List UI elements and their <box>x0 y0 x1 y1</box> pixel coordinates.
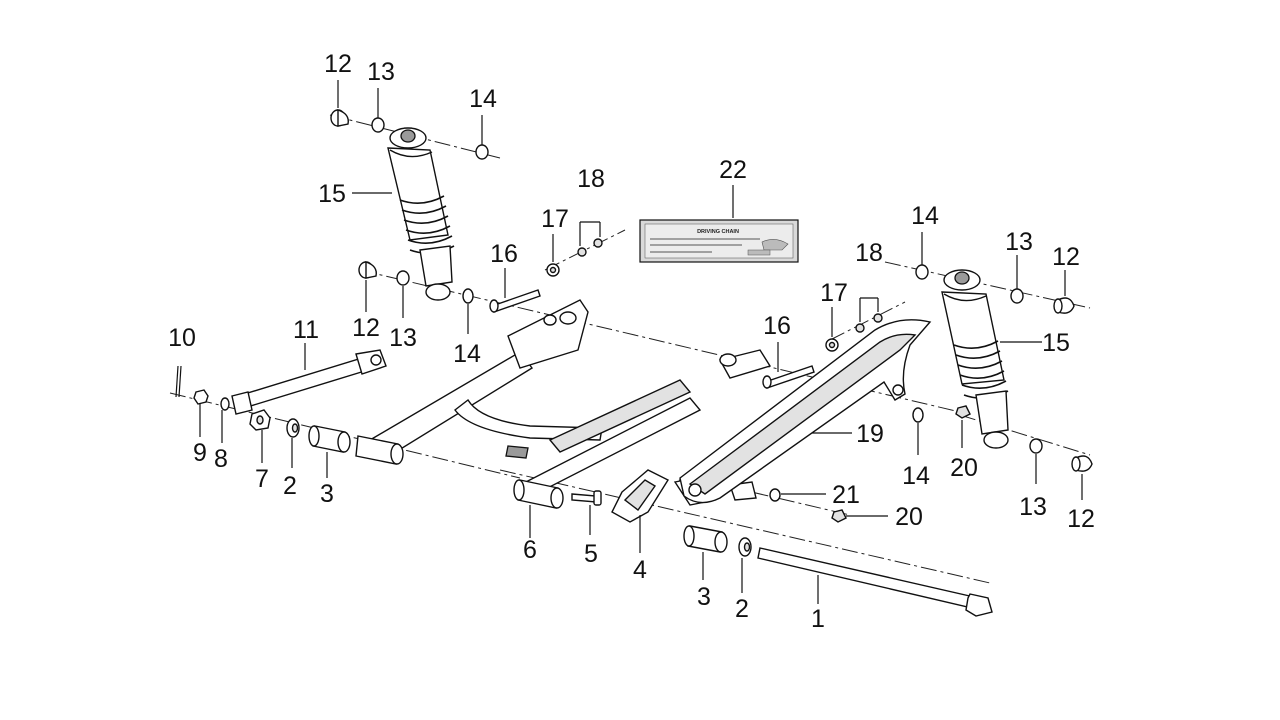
callout-3: 3 <box>697 583 711 611</box>
callout-13: 13 <box>367 58 395 86</box>
torque-rod-11 <box>231 343 387 415</box>
callout-11: 11 <box>293 316 319 344</box>
callout-21: 21 <box>832 481 860 509</box>
label-plate-title: DRIVING CHAIN <box>697 229 739 235</box>
callout-7: 7 <box>255 465 269 493</box>
nut-pair-18-left <box>577 221 603 257</box>
callout-13: 13 <box>1019 493 1047 521</box>
callout-16: 16 <box>763 312 791 340</box>
callout-18: 18 <box>577 165 605 193</box>
acorn-nut-12-mid-left <box>358 261 377 312</box>
callout-15: 15 <box>1042 329 1070 357</box>
washer-13-top-left <box>371 88 385 133</box>
washer-13-mid-left <box>396 270 410 318</box>
bolt-20-lower <box>831 509 888 523</box>
callout-14: 14 <box>911 202 939 230</box>
washer-2-right <box>738 537 752 593</box>
chain-guard-19 <box>679 319 932 504</box>
callout-14: 14 <box>902 462 930 490</box>
acorn-nut-12-top-left <box>330 80 349 127</box>
swingarm-axle-bolt <box>757 547 993 617</box>
callout-17: 17 <box>820 279 848 307</box>
shock-absorber-left <box>352 127 455 301</box>
washer-14-mid-left <box>462 288 474 334</box>
bushing-3-right <box>683 525 728 580</box>
callout-12: 12 <box>1067 505 1095 533</box>
washer-14-bottom-right <box>912 407 924 455</box>
callout-14: 14 <box>453 340 481 368</box>
nut-9 <box>193 389 209 437</box>
washer-2-left <box>286 418 300 468</box>
acorn-nut-12-top-right <box>1053 270 1075 314</box>
callout-2: 2 <box>283 472 297 500</box>
callout-22: 22 <box>719 156 747 184</box>
nut-pair-18-right <box>855 297 883 333</box>
shock-absorber-right <box>941 269 1042 449</box>
bolt-20-upper <box>955 405 971 448</box>
stud-16-right <box>762 342 815 389</box>
callout-12: 12 <box>1052 243 1080 271</box>
callout-13: 13 <box>389 324 417 352</box>
callout-5: 5 <box>584 540 598 568</box>
callout-18: 18 <box>855 239 883 267</box>
callout-6: 6 <box>523 536 537 564</box>
washer-13-bottom-right <box>1029 438 1043 484</box>
stud-16-left <box>489 268 541 313</box>
cotter-pin-10 <box>175 365 182 398</box>
washer-8 <box>220 397 230 443</box>
collar-17-left <box>546 234 560 277</box>
callout-9: 9 <box>193 439 207 467</box>
callout-12: 12 <box>324 50 352 78</box>
callout-20: 20 <box>950 454 978 482</box>
nut-7 <box>249 409 271 463</box>
callout-8: 8 <box>214 445 228 473</box>
washer-21 <box>769 488 826 502</box>
callout-13: 13 <box>1005 228 1033 256</box>
callout-4: 4 <box>633 556 647 584</box>
chain-label-plate-22: DRIVING CHAIN <box>639 185 799 263</box>
callout-19: 19 <box>856 420 884 448</box>
callout-14: 14 <box>469 85 497 113</box>
callout-15: 15 <box>318 180 346 208</box>
chain-slider-guide <box>611 469 670 553</box>
washer-13-top-right <box>1010 255 1024 304</box>
bolt-5 <box>571 490 602 535</box>
washer-14-top-left <box>475 115 489 160</box>
callout-1: 1 <box>811 605 825 633</box>
callout-3: 3 <box>320 480 334 508</box>
callout-12: 12 <box>352 314 380 342</box>
callout-2: 2 <box>735 595 749 623</box>
collar-17-right <box>825 307 839 352</box>
washer-14-top-right <box>915 232 929 280</box>
callout-10: 10 <box>168 324 196 352</box>
callout-20: 20 <box>895 503 923 531</box>
bushing-3-left <box>308 425 351 478</box>
callout-17: 17 <box>541 205 569 233</box>
callout-16: 16 <box>490 240 518 268</box>
acorn-nut-12-bottom-right <box>1071 455 1093 500</box>
callout-labels: 1 2 2 3 3 4 5 6 7 8 9 10 11 12 12 12 12 … <box>168 50 1095 633</box>
